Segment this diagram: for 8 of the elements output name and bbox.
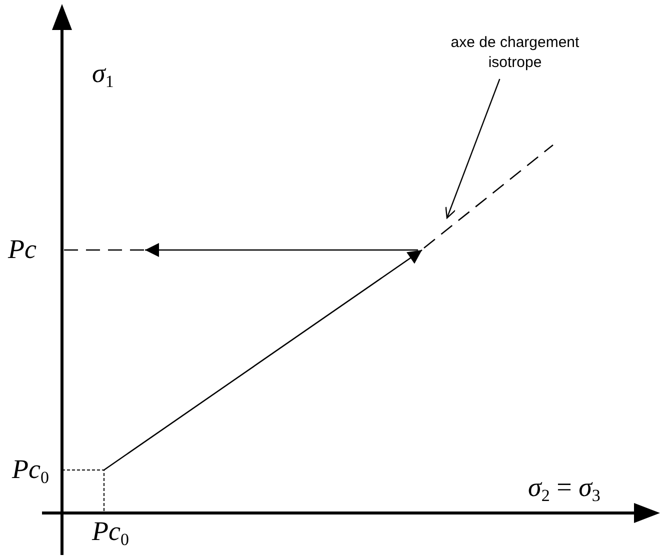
leader-line bbox=[445, 78, 500, 219]
callout-text: axe de chargement isotrope bbox=[450, 33, 580, 73]
isotropic-axis-line bbox=[424, 144, 554, 248]
tick-label: Pc$_{0}$ bbox=[92, 518, 129, 548]
axis-label: σ$_{2}$ = σ$_{3}$ bbox=[528, 474, 600, 504]
tick-label: Pc bbox=[8, 236, 36, 263]
tick-label: Pc$_{0}$ bbox=[12, 456, 49, 486]
axis-label: σ$_{1}$ bbox=[92, 60, 114, 90]
